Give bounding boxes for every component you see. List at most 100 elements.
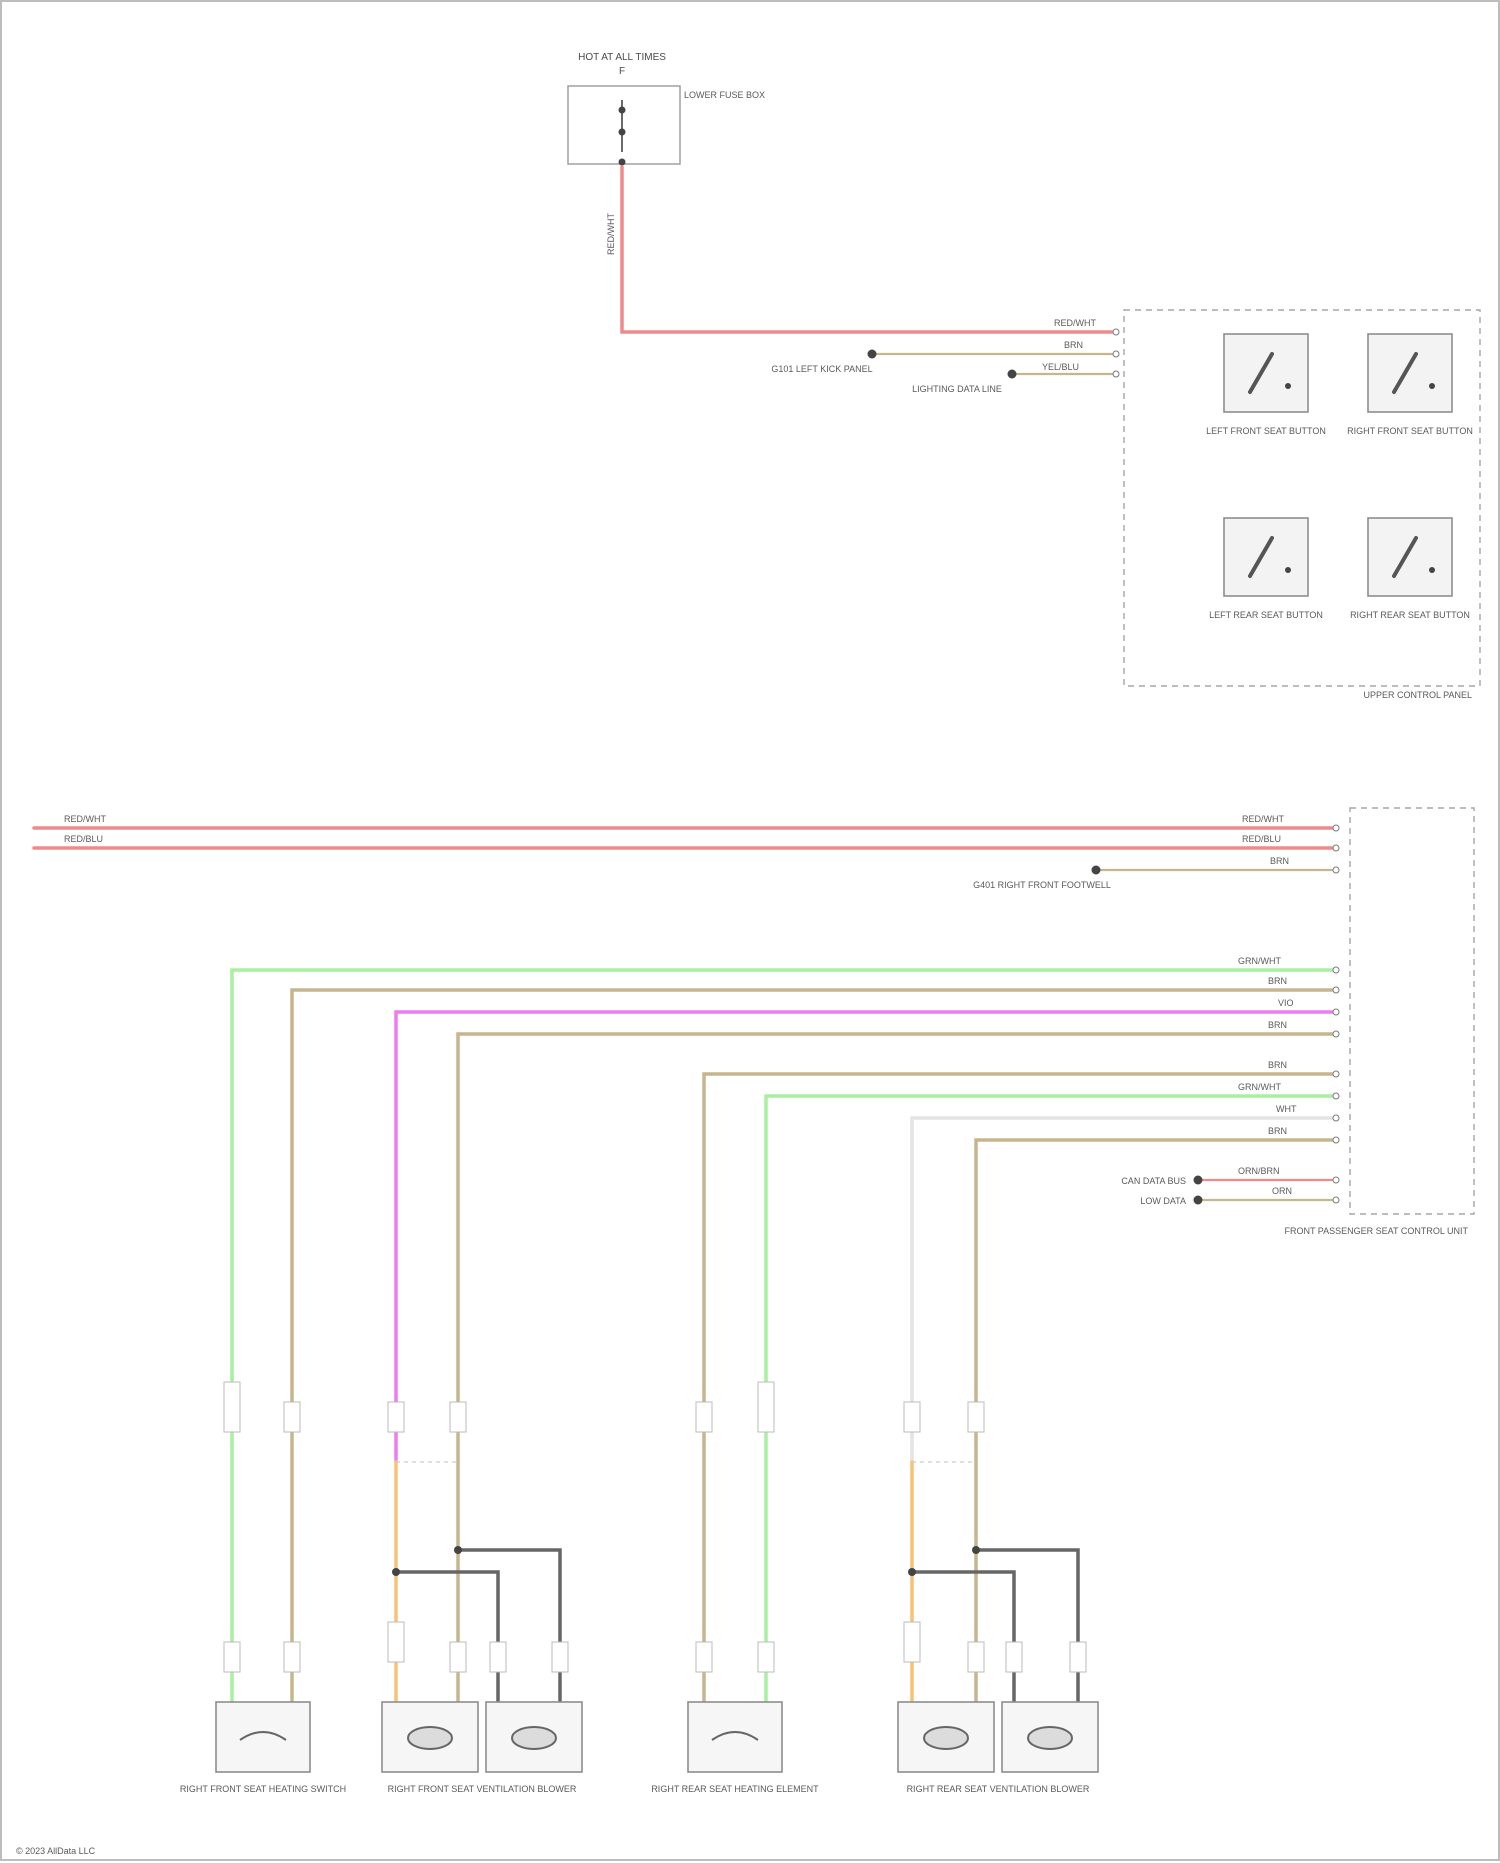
front-passenger-seat-module: FRONT PASSENGER SEAT CONTROL UNIT <box>1284 808 1474 1236</box>
connector-marker <box>450 1402 466 1432</box>
component-ventilation-blower-front: RIGHT FRONT SEAT VENTILATION BLOWER <box>382 1702 582 1794</box>
switch-frame <box>1368 334 1452 412</box>
branch-wire <box>912 1572 1014 1702</box>
button-right-front: RIGHT FRONT SEAT BUTTON <box>1347 334 1473 436</box>
connector-marker <box>224 1642 240 1672</box>
ground-node <box>1092 866 1101 875</box>
connector-pin <box>1333 845 1339 851</box>
component-label: RIGHT REAR SEAT VENTILATION BLOWER <box>907 1784 1090 1794</box>
lower-module-outline <box>1350 808 1474 1214</box>
button-left-front: LEFT FRONT SEAT BUTTON <box>1206 334 1326 436</box>
button-label: LEFT REAR SEAT BUTTON <box>1209 610 1323 620</box>
button-label: RIGHT REAR SEAT BUTTON <box>1350 610 1470 620</box>
ground-label-2: LIGHTING DATA LINE <box>912 384 1002 394</box>
component-heating-switch: RIGHT FRONT SEAT HEATING SWITCH <box>180 1702 346 1794</box>
upper-control-panel: UPPER CONTROL PANEL RED/WHT BRN G101 LEF… <box>771 310 1480 700</box>
lower-module-name: FRONT PASSENGER SEAT CONTROL UNIT <box>1284 1226 1468 1236</box>
blower-motor-icon <box>512 1727 556 1749</box>
ground-label: G401 RIGHT FRONT FOOTWELL <box>973 880 1111 890</box>
switch-terminal <box>1429 567 1435 573</box>
fuse-id-label: F <box>619 66 625 77</box>
connector-marker <box>968 1402 984 1432</box>
harness-detail-left <box>392 1462 560 1702</box>
signal-wire-8-label: BRN <box>1268 1126 1287 1136</box>
data-line-node <box>1194 1196 1203 1205</box>
wire-upper-3-label: YEL/BLU <box>1042 362 1079 372</box>
connector-pin <box>1333 1009 1339 1015</box>
data-line-2-label: LOW DATA <box>1140 1196 1186 1206</box>
connector-pin <box>1333 1197 1339 1203</box>
connector-pin <box>1333 1031 1339 1037</box>
splice-node <box>392 1568 400 1576</box>
power-feed-1-label-left: RED/WHT <box>64 814 106 824</box>
component-frame <box>216 1702 310 1772</box>
component-ventilation-blower-rear: RIGHT REAR SEAT VENTILATION BLOWER <box>898 1702 1098 1794</box>
data-lines: CAN DATA BUS LOW DATA ORN/BRN ORN <box>1121 1166 1339 1206</box>
connector-marker <box>552 1642 568 1672</box>
power-feed-2-label-left: RED/BLU <box>64 834 103 844</box>
footer-credit: © 2023 AllData LLC <box>16 1846 96 1856</box>
blower-motor-icon <box>1028 1727 1072 1749</box>
fuse-power-label: HOT AT ALL TIMES <box>578 52 666 63</box>
fuse-node <box>619 107 626 114</box>
switch-terminal <box>1285 383 1291 389</box>
connector-pin <box>1113 371 1119 377</box>
component-frame <box>688 1702 782 1772</box>
component-label: RIGHT FRONT SEAT VENTILATION BLOWER <box>388 1784 577 1794</box>
fuse-block: HOT AT ALL TIMES F LOWER FUSE BOX <box>568 52 765 166</box>
connector-marker <box>284 1642 300 1672</box>
switch-frame <box>1368 518 1452 596</box>
connector-marker <box>284 1402 300 1432</box>
connector-marker <box>224 1382 240 1432</box>
signal-wire-7-label: WHT <box>1276 1104 1297 1114</box>
harness-detail-right <box>908 1462 1078 1702</box>
fuse-node <box>619 159 626 166</box>
fuse-note-label: LOWER FUSE BOX <box>684 90 765 100</box>
connector-pin <box>1333 1115 1339 1121</box>
connector-pin <box>1333 1093 1339 1099</box>
connector-marker <box>758 1382 774 1432</box>
power-feed-2-label-right: RED/BLU <box>1242 834 1281 844</box>
signal-wire-1-label: GRN/WHT <box>1238 956 1281 966</box>
signal-wire-3-label: VIO <box>1278 998 1294 1008</box>
data-line-node <box>1194 1176 1203 1185</box>
connector-pin <box>1113 351 1119 357</box>
data-line-1-label: CAN DATA BUS <box>1121 1176 1186 1186</box>
signal-wires: GRN/WHT BRN VIO BRN BRN GRN/WHT WHT BRN <box>232 956 1339 1702</box>
blower-motor-icon <box>408 1727 452 1749</box>
connector-marker <box>904 1622 920 1662</box>
signal-wire-6 <box>766 1096 1332 1702</box>
data-line-node <box>1008 370 1017 379</box>
button-label: RIGHT FRONT SEAT BUTTON <box>1347 426 1473 436</box>
component-label: RIGHT REAR SEAT HEATING ELEMENT <box>651 1784 819 1794</box>
signal-wire-6-label: GRN/WHT <box>1238 1082 1281 1092</box>
component-label: RIGHT FRONT SEAT HEATING SWITCH <box>180 1784 346 1794</box>
connector-marker <box>388 1622 404 1662</box>
wire-fuse-feed-label: RED/WHT <box>606 213 616 255</box>
signal-wire-8 <box>976 1140 1332 1702</box>
ground-wire-label: BRN <box>1270 856 1289 866</box>
wire-upper-1-label: RED/WHT <box>1054 318 1096 328</box>
connector-pin <box>1113 329 1119 335</box>
switch-frame <box>1224 334 1308 412</box>
upper-panel-name: UPPER CONTROL PANEL <box>1363 690 1472 700</box>
connector-marker <box>388 1402 404 1432</box>
connector-marker <box>758 1642 774 1672</box>
switch-terminal <box>1429 383 1435 389</box>
button-left-rear: LEFT REAR SEAT BUTTON <box>1209 518 1323 620</box>
connector-marker <box>490 1642 506 1672</box>
wire-upper-2-label: BRN <box>1064 340 1083 350</box>
signal-wire-3 <box>396 1012 1332 1462</box>
wire-fuse-feed <box>622 167 1112 332</box>
fuse-node <box>619 129 626 136</box>
connector-pin <box>1333 825 1339 831</box>
connector-pin <box>1333 867 1339 873</box>
power-feed-1-label-right: RED/WHT <box>1242 814 1284 824</box>
signal-wire-4-label: BRN <box>1268 1020 1287 1030</box>
splice-node <box>972 1546 980 1554</box>
signal-wire-2-label: BRN <box>1268 976 1287 986</box>
switch-terminal <box>1285 567 1291 573</box>
splice-node <box>454 1546 462 1554</box>
